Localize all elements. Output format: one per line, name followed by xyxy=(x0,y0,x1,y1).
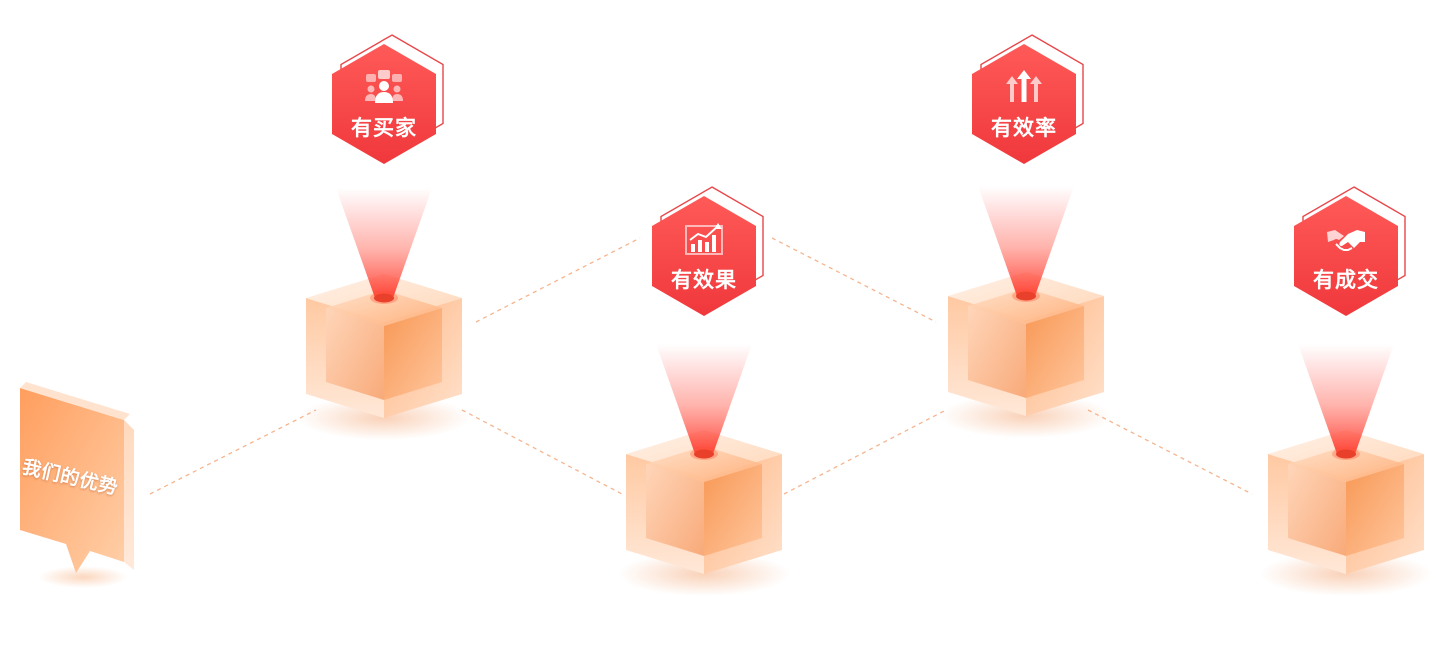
connector-line-6 xyxy=(1087,409,1253,495)
cube-hole xyxy=(694,449,714,459)
inner-cube-right xyxy=(1346,464,1404,556)
connector-line-4 xyxy=(783,409,947,495)
inner-cube-top xyxy=(968,288,1084,324)
cube-node-2 xyxy=(618,344,790,596)
connector-line-3 xyxy=(461,409,623,495)
badge-efficiency: 有效率 xyxy=(972,34,1084,174)
badge-hexagon xyxy=(332,44,436,164)
handshake-icon xyxy=(1327,230,1365,251)
badge-label-efficiency: 有效率 xyxy=(991,116,1057,140)
light-beam xyxy=(978,186,1074,296)
inner-cube-right xyxy=(1026,306,1084,398)
light-beam xyxy=(1298,344,1394,454)
advantages-signpost: 我们的优势 xyxy=(18,378,148,608)
cube-node-1 xyxy=(298,188,470,440)
inner-cube-right xyxy=(704,464,762,556)
cube-group xyxy=(298,186,1432,596)
inner-cube-left xyxy=(326,308,384,400)
inner-cube-top xyxy=(326,290,442,326)
inner-cube-left xyxy=(968,306,1026,398)
inner-cube-left xyxy=(646,464,704,556)
bar-chart-growth-icon xyxy=(685,223,723,255)
cube-hole xyxy=(374,293,394,303)
cube-node-4 xyxy=(1260,344,1432,596)
badge-label-effect: 有效果 xyxy=(671,268,737,292)
badge-hexagon xyxy=(1294,196,1398,316)
up-arrows-icon xyxy=(1006,70,1042,102)
badge-label-deal: 有成交 xyxy=(1313,268,1379,292)
badge-effect: 有效果 xyxy=(652,186,764,326)
signpost-shadow xyxy=(38,566,128,588)
badge-buyers: 有买家 xyxy=(332,34,444,174)
connector-line-5 xyxy=(771,237,937,323)
inner-cube-right xyxy=(384,308,442,400)
connector-lines xyxy=(149,237,1253,495)
buyers-group-icon xyxy=(365,70,403,103)
signpost-board xyxy=(20,382,134,573)
badge-label-buyers: 有买家 xyxy=(351,116,417,140)
light-beam xyxy=(656,344,752,454)
badge-deal: 有成交 xyxy=(1294,186,1406,326)
inner-cube-top xyxy=(1288,446,1404,482)
inner-cube-top xyxy=(646,446,762,482)
connector-line-2 xyxy=(475,237,641,323)
cube-hole xyxy=(1016,291,1036,301)
cube-hole xyxy=(1336,449,1356,459)
inner-cube-left xyxy=(1288,464,1346,556)
cube-node-3 xyxy=(940,186,1112,438)
connector-line-1 xyxy=(149,409,317,495)
light-beam xyxy=(336,188,432,298)
